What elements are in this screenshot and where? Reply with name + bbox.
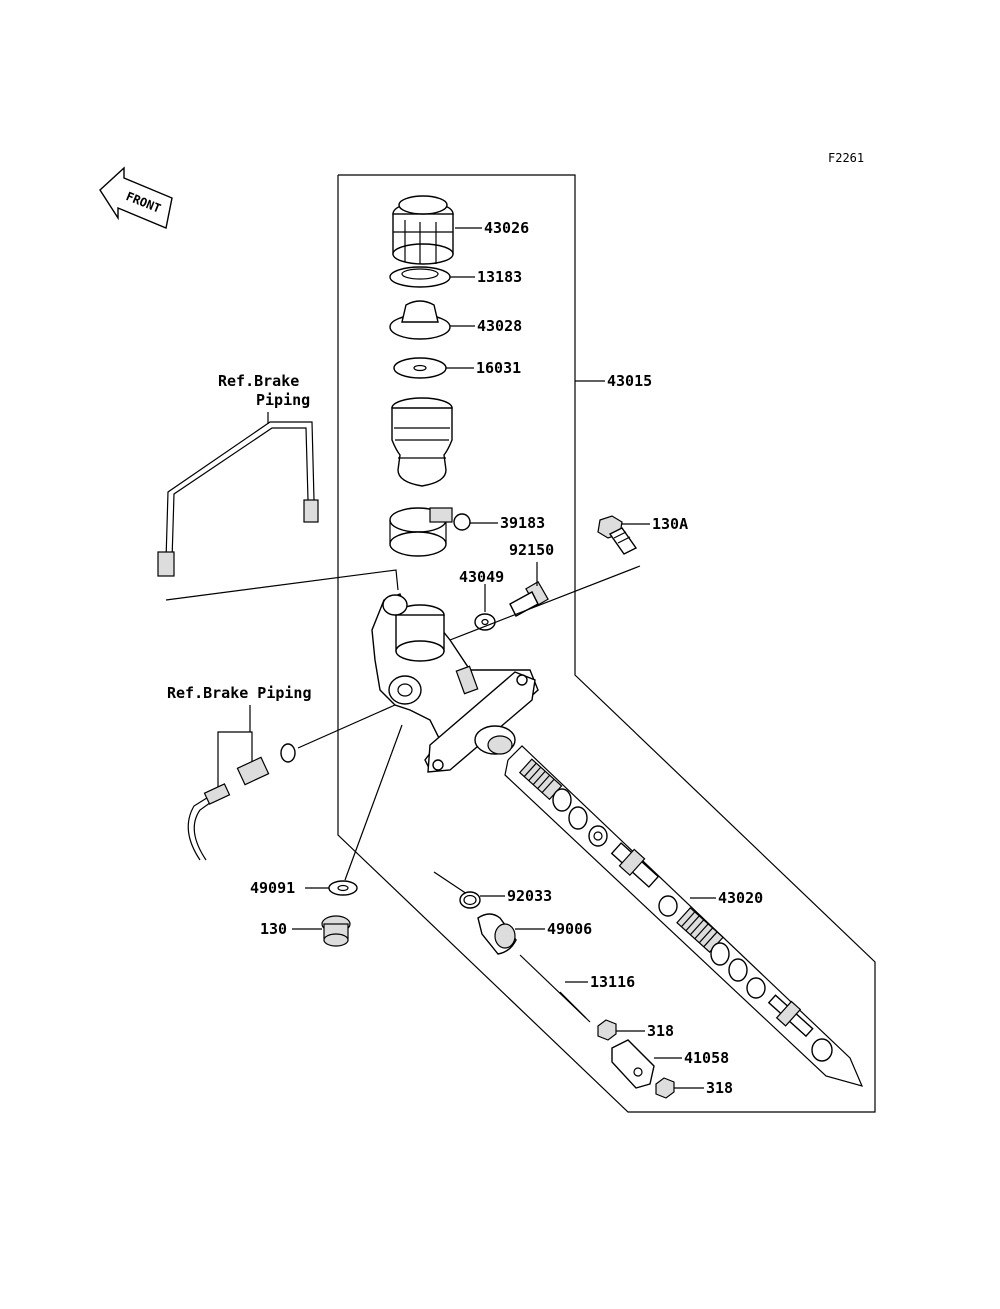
label-130A: 130A bbox=[652, 515, 688, 533]
label-130: 130 bbox=[260, 920, 287, 938]
piston-bracket-43020 bbox=[504, 745, 864, 1087]
clamp-39183-icon bbox=[389, 507, 471, 557]
label-43028: 43028 bbox=[477, 317, 522, 335]
label-92033: 92033 bbox=[507, 887, 552, 905]
label-92150: 92150 bbox=[509, 541, 554, 559]
nut-318-lower-icon bbox=[655, 1077, 675, 1099]
diaphragm-43028-icon bbox=[389, 300, 451, 340]
brake-pipe-left-icon bbox=[187, 743, 296, 861]
circlip-92033-icon bbox=[459, 891, 481, 909]
ref-brake-left: Ref.Brake Piping bbox=[167, 684, 312, 702]
washer-43049-icon bbox=[474, 613, 496, 631]
plug-130-icon bbox=[321, 915, 351, 947]
label-13183: 13183 bbox=[477, 268, 522, 286]
label-318-upper: 318 bbox=[647, 1022, 674, 1040]
brake-pipe-top-icon bbox=[157, 421, 399, 601]
label-49006: 49006 bbox=[547, 920, 592, 938]
cap-43026-icon bbox=[392, 195, 454, 265]
label-41058: 41058 bbox=[684, 1049, 729, 1067]
plate-13183-icon bbox=[389, 266, 451, 288]
reservoir-icon bbox=[391, 397, 453, 487]
label-13116: 13116 bbox=[590, 973, 635, 991]
boot-49006-icon bbox=[477, 913, 517, 955]
label-39183: 39183 bbox=[500, 514, 545, 532]
label-43020: 43020 bbox=[718, 889, 763, 907]
washer-49091-icon bbox=[328, 880, 358, 896]
piston-parts-icon bbox=[518, 758, 833, 1062]
front-arrow-icon: FRONT bbox=[99, 166, 173, 229]
nut-318-upper-icon bbox=[597, 1019, 617, 1041]
ref-brake-top-line1: Ref.Brake bbox=[218, 372, 299, 390]
bolt-130A-icon bbox=[597, 515, 638, 555]
label-318-lower: 318 bbox=[706, 1079, 733, 1097]
label-43015: 43015 bbox=[607, 372, 652, 390]
clevis-41058-icon bbox=[611, 1039, 655, 1089]
label-43049: 43049 bbox=[459, 568, 504, 586]
switch-92150-icon bbox=[509, 581, 549, 617]
label-16031: 16031 bbox=[476, 359, 521, 377]
pushrod-13116-icon bbox=[519, 954, 591, 1023]
label-43026: 43026 bbox=[484, 219, 529, 237]
assembly-bracket-43015 bbox=[337, 174, 876, 1113]
master-cylinder-body-icon bbox=[371, 593, 539, 773]
ref-brake-top-line2: Piping bbox=[256, 391, 310, 409]
washer-16031-icon bbox=[393, 357, 447, 379]
label-49091: 49091 bbox=[250, 879, 295, 897]
diagram-code: F2261 bbox=[828, 151, 864, 165]
